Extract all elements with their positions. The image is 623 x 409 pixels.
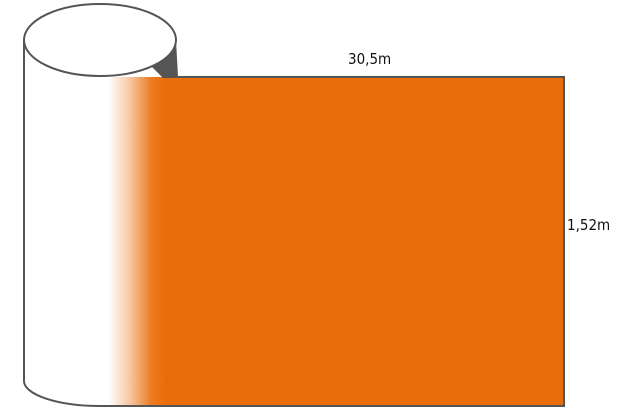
- length-dimension-label: 30,5m: [348, 50, 392, 68]
- roll-top-ellipse: [23, 3, 177, 77]
- roll-left-edge: [23, 40, 101, 407]
- material-sheet-outline: [100, 76, 565, 407]
- width-dimension-label: 1,52m: [567, 216, 611, 234]
- material-sheet-fade: [108, 77, 168, 406]
- material-sheet: [166, 77, 564, 406]
- roll-inner-shadow: [152, 40, 178, 77]
